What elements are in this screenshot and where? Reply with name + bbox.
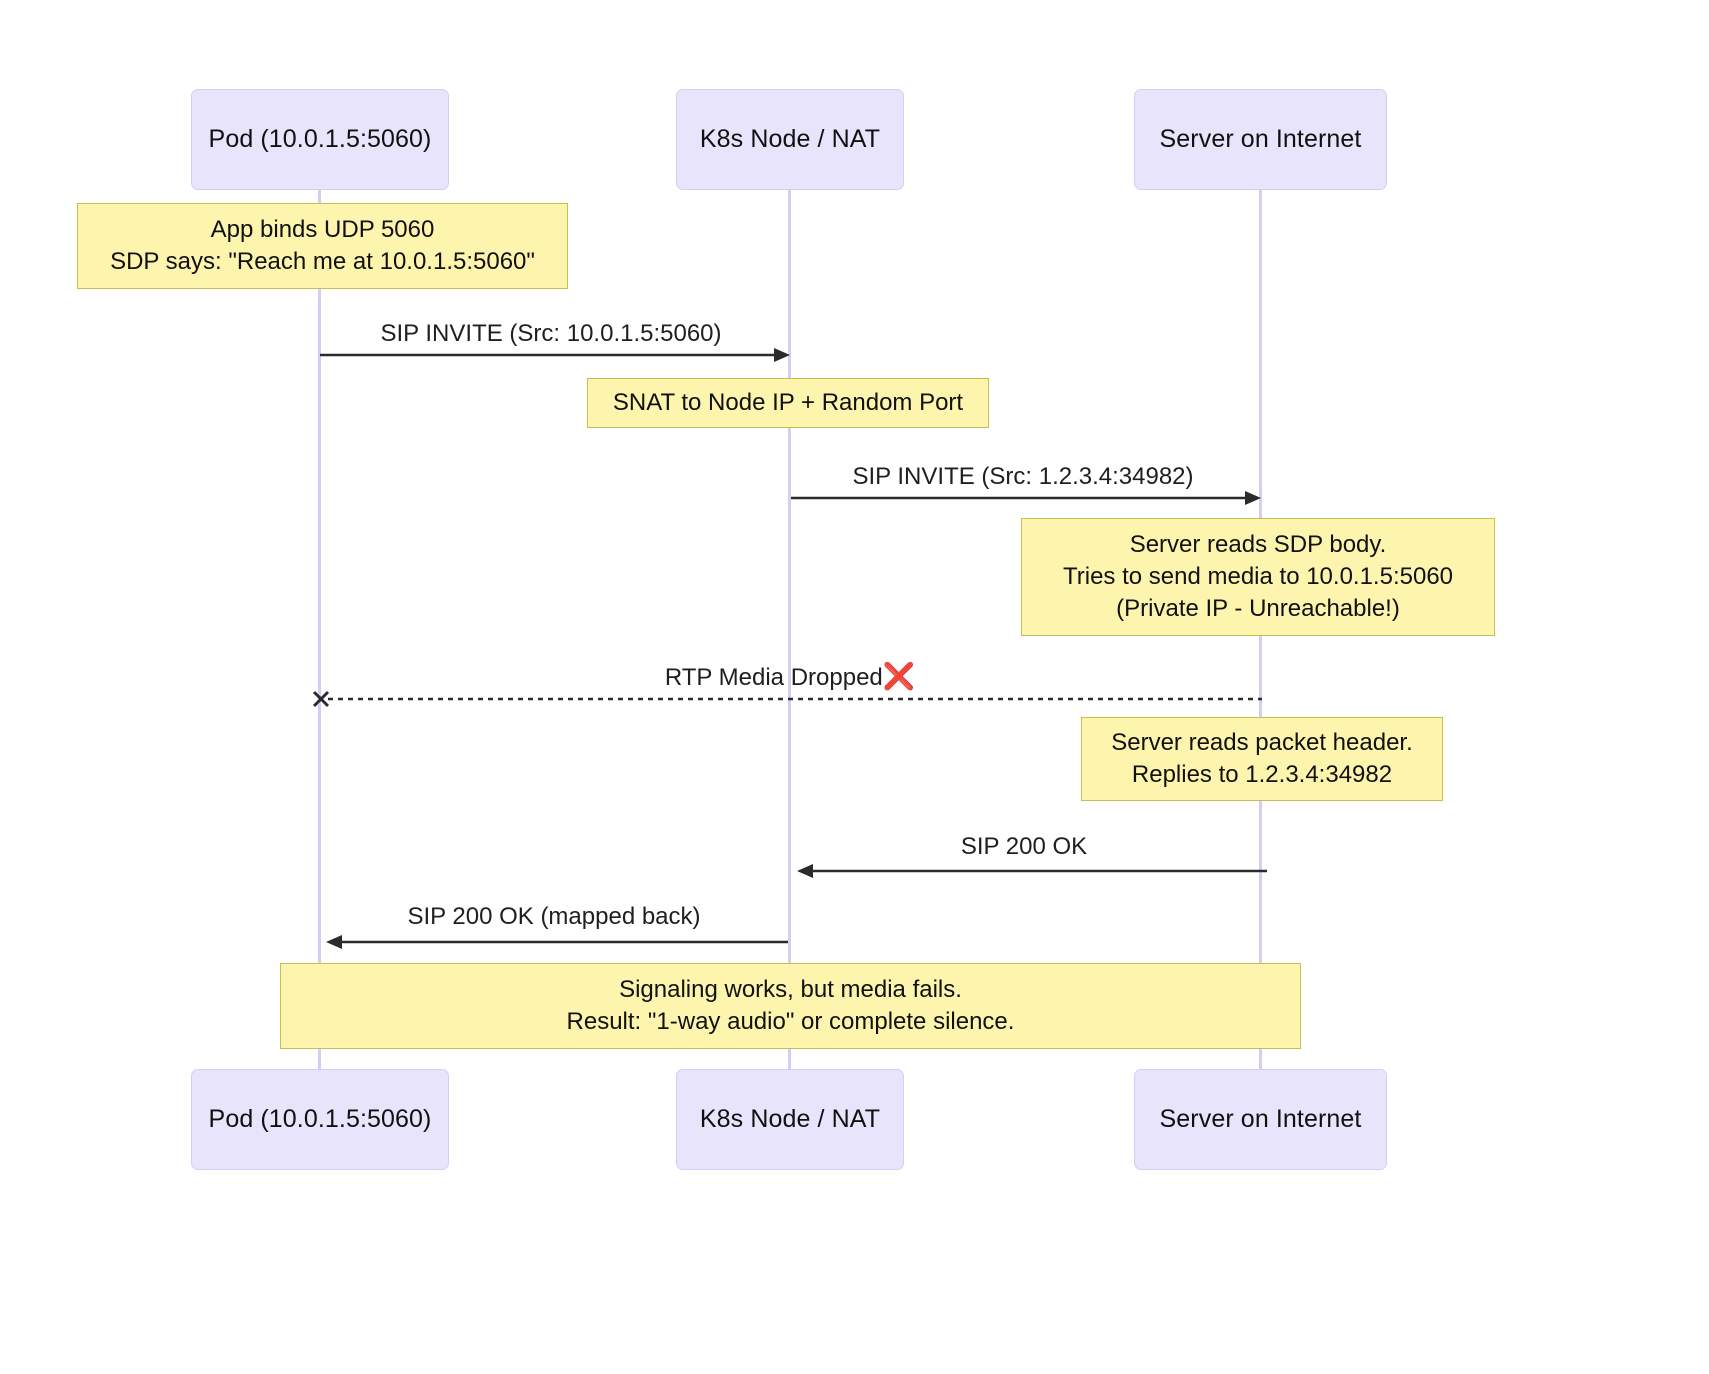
note-line: Tries to send media to 10.0.1.5:5060 <box>1062 563 1454 591</box>
message-arrow-rtp-dropped <box>312 690 1262 708</box>
message-label-rtp-dropped: RTP Media Dropped❌ <box>665 661 915 692</box>
lifeline-node <box>788 190 791 1080</box>
note-server-header: Server reads packet header. Replies to 1… <box>1081 717 1443 801</box>
participant-top-server[interactable]: Server on Internet <box>1134 89 1387 190</box>
note-pod-bind: App binds UDP 5060 SDP says: "Reach me a… <box>77 203 568 289</box>
note-line: Signaling works, but media fails. <box>619 976 962 1004</box>
message-label-200ok-mapped: SIP 200 OK (mapped back) <box>407 903 700 931</box>
message-label-invite-node-server: SIP INVITE (Src: 1.2.3.4:34982) <box>852 463 1193 491</box>
note-line: App binds UDP 5060 <box>210 216 435 244</box>
participant-label: Server on Internet <box>1159 125 1362 153</box>
message-arrow-200ok <box>797 864 1267 878</box>
participant-label: K8s Node / NAT <box>699 125 881 153</box>
message-text: SIP INVITE (Src: 1.2.3.4:34982) <box>852 463 1194 490</box>
message-text: SIP 200 OK <box>960 833 1088 860</box>
message-text: SIP 200 OK (mapped back) <box>407 903 701 930</box>
message-text: SIP INVITE (Src: 10.0.1.5:5060) <box>380 320 722 347</box>
participant-bottom-pod[interactable]: Pod (10.0.1.5:5060) <box>191 1069 449 1170</box>
message-label-invite-pod-node: SIP INVITE (Src: 10.0.1.5:5060) <box>380 320 721 348</box>
note-line: SNAT to Node IP + Random Port <box>612 389 964 417</box>
note-line: SDP says: "Reach me at 10.0.1.5:5060" <box>110 248 535 275</box>
note-server-sdp: Server reads SDP body. Tries to send med… <box>1021 518 1495 636</box>
message-label-200ok: SIP 200 OK <box>961 833 1087 861</box>
message-text: RTP Media Dropped <box>664 664 883 691</box>
message-arrow-200ok-mapped <box>326 935 788 949</box>
note-line: Server reads packet header. <box>1111 729 1413 757</box>
note-line: Replies to 1.2.3.4:34982 <box>1131 761 1393 788</box>
participant-label: Pod (10.0.1.5:5060) <box>208 125 432 153</box>
lifeline-pod <box>318 190 321 1080</box>
message-arrow-invite-pod-node <box>320 348 790 362</box>
participant-label: Pod (10.0.1.5:5060) <box>208 1105 432 1133</box>
cross-mark-icon: ❌ <box>882 661 916 691</box>
participant-bottom-server[interactable]: Server on Internet <box>1134 1069 1387 1170</box>
note-line: Result: "1-way audio" or complete silenc… <box>566 1008 1015 1035</box>
note-snat: SNAT to Node IP + Random Port <box>587 378 989 428</box>
participant-bottom-node[interactable]: K8s Node / NAT <box>676 1069 904 1170</box>
participant-label: Server on Internet <box>1159 1105 1362 1133</box>
participant-label: K8s Node / NAT <box>699 1105 881 1133</box>
participant-top-node[interactable]: K8s Node / NAT <box>676 89 904 190</box>
participant-top-pod[interactable]: Pod (10.0.1.5:5060) <box>191 89 449 190</box>
note-line: Server reads SDP body. <box>1129 531 1387 559</box>
message-arrow-invite-node-server <box>791 491 1261 505</box>
note-summary: Signaling works, but media fails. Result… <box>280 963 1301 1049</box>
note-line: (Private IP - Unreachable!) <box>1116 594 1400 622</box>
